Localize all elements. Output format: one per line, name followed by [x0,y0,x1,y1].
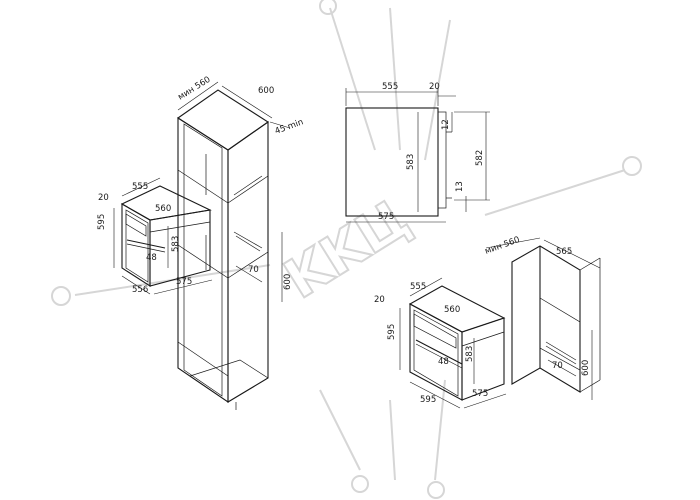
oven-right-height-label: 595 [387,324,397,340]
side-top-offset-label: 12 [441,119,451,130]
tall-top-gap-label: 45 min [274,117,305,137]
oven-right-depth-label: 575 [472,389,488,399]
watermark: KKЦ [51,0,642,499]
counter-depth-label: 565 [556,247,572,257]
under-counter-cabinet: мин 560 565 70 600 [484,235,601,400]
side-width-label: 555 [382,82,398,92]
oven-right-panel-label: 48 [438,357,449,367]
oven-left-depth-label: 575 [176,277,192,287]
watermark-text: KKЦ [274,187,421,311]
oven-right-inner-width-label: 560 [444,305,460,315]
side-height-label: 583 [406,154,416,170]
oven-left-inner-height-label: 583 [171,236,181,252]
oven-left-bottom-width-label: 556 [132,285,148,295]
oven-left-panel-label: 48 [146,253,157,263]
side-door-label: 20 [429,82,440,92]
oven-right-inner-height-label: 583 [465,346,475,362]
side-bottom-width-label: 575 [378,212,394,222]
side-view: 555 20 583 12 582 13 575 [345,82,490,223]
tall-niche-width-label: 600 [283,274,293,290]
tall-niche-depth-label: 70 [248,265,259,275]
counter-width-label: мин 560 [484,235,522,257]
oven-right-width-label: 555 [410,282,426,292]
oven-right-front-depth-label: 20 [374,295,385,305]
oven-left: 555 20 560 595 583 48 556 575 [97,177,213,295]
oven-left-inner-width-label: 560 [155,204,171,214]
oven-left-height-label: 595 [97,214,107,230]
side-bottom-offset-label: 13 [455,181,465,192]
oven-right-bottom-width-label: 595 [420,395,436,405]
counter-niche-depth-label: 70 [552,361,563,371]
oven-left-width-label: 555 [132,182,148,192]
counter-height-label: 600 [581,360,591,376]
oven-right: 555 20 560 595 583 48 595 575 [374,277,507,409]
tall-cabinet: мин 560 600 45 min 600 70 [176,75,305,410]
tall-depth-label: 600 [258,86,274,96]
side-total-height-label: 582 [475,150,485,166]
oven-left-front-depth-label: 20 [98,193,109,203]
